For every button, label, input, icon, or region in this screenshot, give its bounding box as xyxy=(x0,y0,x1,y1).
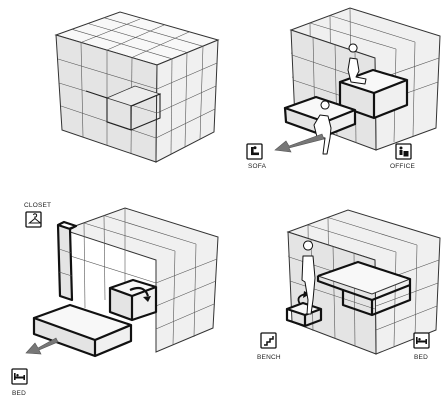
closed-cube-panel xyxy=(56,12,218,162)
office-label: OFFICE xyxy=(390,163,415,170)
bed-label-left: BED xyxy=(12,390,26,397)
sofa-office-panel: SOFA OFFICE xyxy=(247,8,440,170)
closet-label: CLOSET xyxy=(24,202,51,209)
office-desk-icon xyxy=(396,144,411,159)
closet-bed-panel: CLOSET BED xyxy=(12,202,218,397)
stairs-icon xyxy=(261,333,276,348)
bench-label: BENCH xyxy=(257,354,281,361)
bench-bed-panel: BENCH BED xyxy=(257,210,440,361)
bed-icon xyxy=(414,333,429,348)
sofa-label: SOFA xyxy=(248,163,267,170)
bed-label-right: BED xyxy=(414,354,428,361)
hanger-icon xyxy=(26,212,41,227)
bed-icon xyxy=(12,369,27,384)
sofa-icon xyxy=(247,144,262,159)
